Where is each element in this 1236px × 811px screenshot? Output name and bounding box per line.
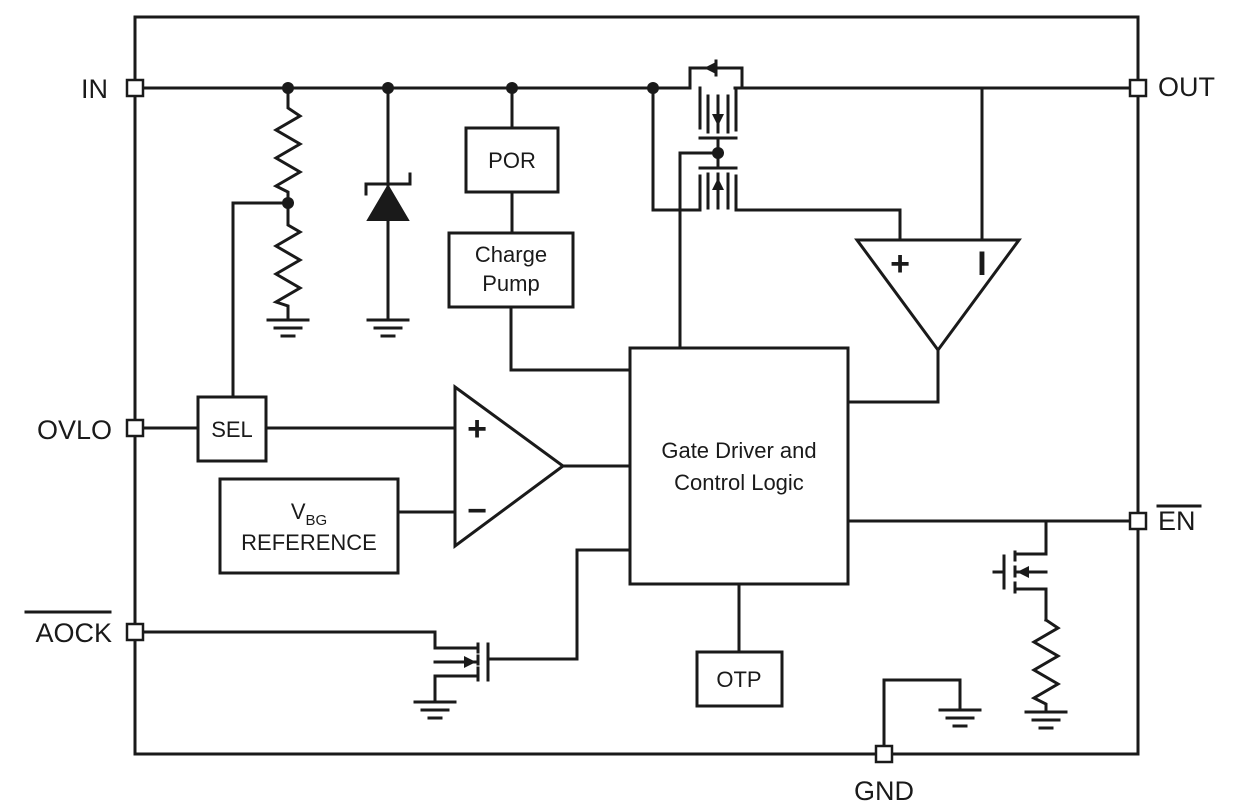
ground-symbol-zener [366,318,410,338]
gate-driver-label-line1: Gate Driver and [661,438,816,463]
otp-block [695,650,784,708]
junction-dot [382,82,394,94]
current-sense-amplifier [854,238,1022,353]
wire-aock [133,630,437,642]
gate-driver-control-logic-block [628,346,850,586]
en-pulldown-mosfet [992,519,1048,622]
junction-dot [282,82,294,94]
pin-label-aock: AOCK [35,618,112,648]
ground-symbol-aock [413,684,457,720]
wire-sense-logic [846,348,940,404]
current-sense-minus: I [977,245,986,283]
pin-gnd [874,744,894,764]
ground-symbol-internal [938,708,982,728]
pin-ovlo [125,418,145,438]
package-outline [133,15,1140,756]
junction-dot [506,82,518,94]
resistor-divider [231,86,303,399]
junction-dot [647,82,659,94]
pin-en [1128,511,1148,531]
otp-label: OTP [716,667,761,692]
por-label: POR [488,148,536,173]
pin-aock [125,622,145,642]
junction-gate [712,147,724,159]
ground-symbol-divider [266,318,310,338]
pin-in [125,78,145,98]
ground-symbol-en [1024,710,1068,730]
ovlo-comparator-plus: + [467,410,487,448]
vbg-label-line2: REFERENCE [241,530,377,555]
en-pulldown-resistor [1030,617,1061,714]
zener-diode [364,86,412,322]
charge-pump-label-line2: Pump [482,271,539,296]
ovlo-comparator [453,384,566,549]
pin-out [1128,78,1148,98]
pin-label-en: EN [1158,506,1196,536]
sel-block [196,395,268,463]
pin-label-out: OUT [1158,72,1215,102]
charge-pump-label-line1: Charge [475,242,547,267]
pin-label-in: IN [81,74,108,104]
ovlo-comparator-minus: − [467,492,487,530]
junction-dot [282,197,294,209]
pin-label-gnd: GND [854,776,914,806]
aock-mosfet [433,548,632,688]
vbg-reference-block [218,477,400,575]
vbg-label-line1: VBG [291,499,327,529]
wire-gnd [882,678,962,756]
pin-label-ovlo: OVLO [37,415,112,445]
current-sense-plus: + [890,245,910,283]
sel-label: SEL [211,417,253,442]
wire-pump-logic [509,305,632,372]
gate-driver-label-line2: Control Logic [674,470,804,495]
